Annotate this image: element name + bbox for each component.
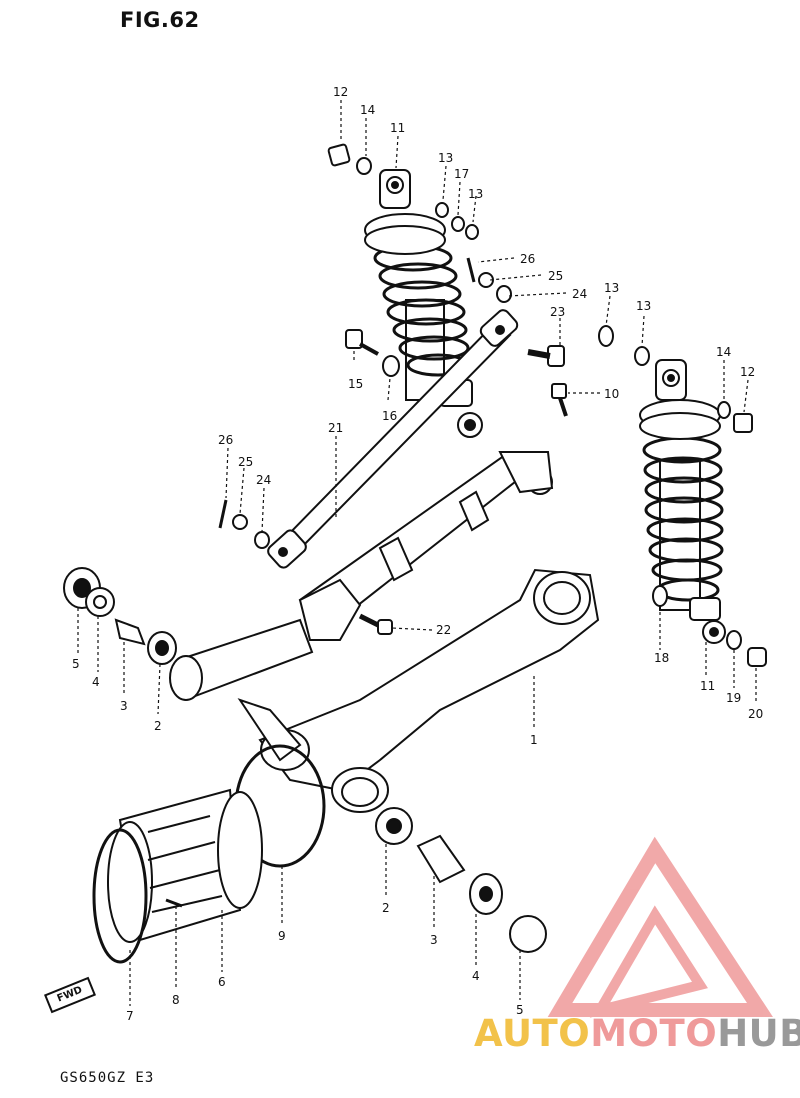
watermark-part-moto: MOTO xyxy=(590,1012,718,1055)
callout-6: 6 xyxy=(218,975,226,989)
callout-11: 11 xyxy=(390,121,405,135)
leader-lines xyxy=(77,100,757,1006)
callout-13: 13 xyxy=(468,187,483,201)
callout-24: 24 xyxy=(256,473,271,487)
callout-3: 3 xyxy=(430,933,438,947)
model-code: GS650GZ E3 xyxy=(60,1070,155,1086)
callout-25: 25 xyxy=(238,455,253,469)
callout-21: 21 xyxy=(328,421,343,435)
callout-13: 13 xyxy=(636,299,651,313)
right-shock-absorber xyxy=(639,359,726,644)
callout-26: 26 xyxy=(218,433,233,447)
callout-17: 17 xyxy=(454,167,469,181)
callout-13: 13 xyxy=(604,281,619,295)
callout-18: 18 xyxy=(654,651,669,665)
callout-5: 5 xyxy=(516,1003,524,1017)
figure-title: FIG.62 xyxy=(120,8,200,32)
callout-2: 2 xyxy=(382,901,390,915)
callout-9: 9 xyxy=(278,929,286,943)
callout-12: 12 xyxy=(740,365,755,379)
watermark-part-auto: AUTO xyxy=(474,1012,591,1055)
callout-14: 14 xyxy=(716,345,731,359)
callout-16: 16 xyxy=(382,409,397,423)
rubber-boot-assembly xyxy=(92,744,326,964)
triangle-logo xyxy=(547,836,773,1018)
callout-26: 26 xyxy=(520,252,535,266)
callout-5: 5 xyxy=(72,657,80,671)
callout-13: 13 xyxy=(438,151,453,165)
callout-22: 22 xyxy=(436,623,451,637)
callout-24: 24 xyxy=(572,287,587,301)
watermark-part-hub: HUB xyxy=(717,1012,800,1055)
callout-19: 19 xyxy=(726,691,741,705)
callout-3: 3 xyxy=(120,699,128,713)
callout-25: 25 xyxy=(548,269,563,283)
callout-4: 4 xyxy=(472,969,480,983)
callout-8: 8 xyxy=(172,993,180,1007)
callout-2: 2 xyxy=(154,719,162,733)
left-pivot-parts xyxy=(63,567,177,665)
callout-10: 10 xyxy=(604,387,619,401)
callout-12: 12 xyxy=(333,85,348,99)
callout-23: 23 xyxy=(550,305,565,319)
watermark-text: AUTOMOTOHUB xyxy=(474,1012,800,1055)
callout-20: 20 xyxy=(748,707,763,721)
callout-1: 1 xyxy=(530,733,538,747)
small-hardware xyxy=(218,143,767,667)
callout-numbers: 12 14 11 13 17 13 26 25 24 23 13 13 14 1… xyxy=(72,85,763,1023)
right-pivot-parts xyxy=(375,807,547,953)
callout-4: 4 xyxy=(92,675,100,689)
callout-11: 11 xyxy=(700,679,715,693)
callout-7: 7 xyxy=(126,1009,134,1023)
torque-link-rod xyxy=(267,309,519,569)
callout-14: 14 xyxy=(360,103,375,117)
left-shock-absorber xyxy=(364,169,483,438)
callout-15: 15 xyxy=(348,377,363,391)
